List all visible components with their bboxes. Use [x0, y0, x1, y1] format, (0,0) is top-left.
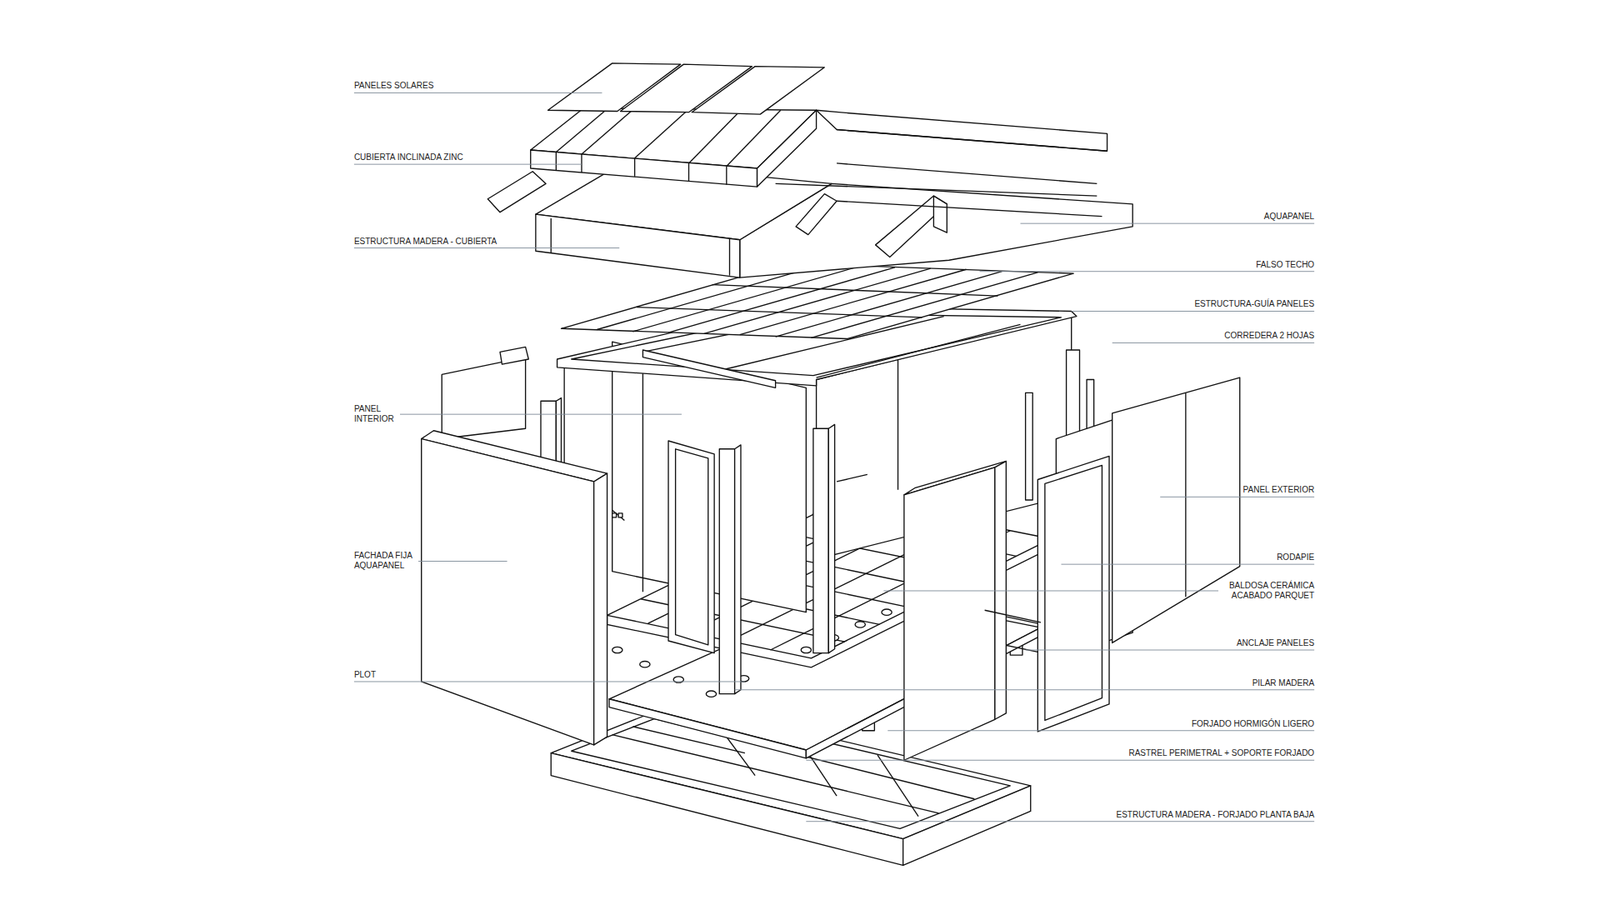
roof-wood-structure — [535, 163, 1133, 278]
part-label: RODAPIE — [1276, 552, 1315, 563]
part-label: PILAR MADERA — [1252, 678, 1315, 689]
part-label: PANEL INTERIOR — [354, 404, 400, 425]
part-label: PANELES SOLARES — [354, 80, 434, 91]
part-label: CUBIERTA INCLINADA ZINC — [354, 152, 464, 163]
part-label: ANCLAJE PANELES — [1236, 638, 1315, 649]
wood-pillars — [540, 350, 1095, 695]
front-panels — [421, 377, 1240, 760]
part-label: FALSO TECHO — [1255, 260, 1315, 270]
solar-panels — [548, 63, 825, 115]
zinc-roof — [487, 108, 1107, 213]
part-label: PLOT — [354, 670, 376, 680]
part-label: FACHADA FIJA AQUAPANEL — [354, 550, 421, 571]
leader-lines — [354, 92, 1315, 821]
part-label: BALDOSA CERÁMICA ACABADO PARQUET — [1224, 580, 1315, 601]
part-label: CORREDERA 2 HOJAS — [1224, 330, 1315, 341]
part-label: RASTREL PERIMETRAL + SOPORTE FORJADO — [1128, 748, 1315, 759]
part-label: PANEL EXTERIOR — [1243, 485, 1315, 495]
part-label: ESTRUCTURA-GUÍA PANELES — [1194, 299, 1315, 310]
false-ceiling — [560, 263, 1074, 340]
part-label: FORJADO HORMIGÓN LIGERO — [1191, 719, 1315, 730]
part-label: ESTRUCTURA MADERA - FORJADO PLANTA BAJA — [1116, 810, 1315, 820]
part-label: ESTRUCTURA MADERA - CUBIERTA — [354, 236, 497, 247]
part-label: AQUAPANEL — [1264, 211, 1315, 222]
